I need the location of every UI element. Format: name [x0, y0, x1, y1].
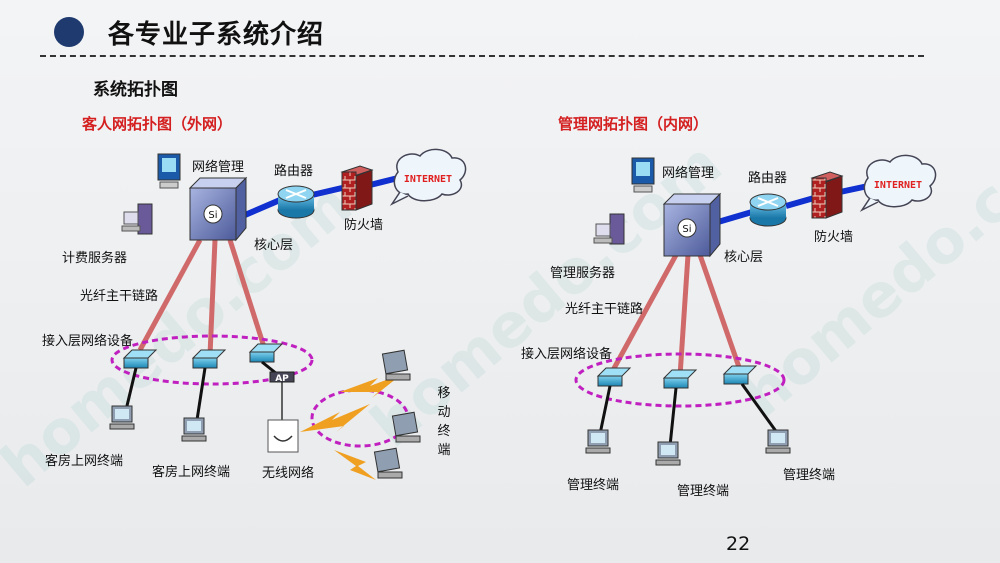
fiber-link — [227, 239, 268, 351]
firewall-icon — [810, 171, 844, 219]
access-switch-icon — [596, 367, 632, 387]
svg-text:Si: Si — [682, 224, 691, 235]
terminal-link — [668, 387, 678, 447]
label-terminal: 客房上网终端 — [45, 454, 124, 469]
lightning-icon — [334, 450, 376, 480]
fiber-link — [609, 253, 679, 374]
mobile-device-icon — [391, 411, 421, 443]
fiber-link — [137, 238, 203, 352]
internet-label: INTERNET — [404, 174, 452, 185]
management-server-icon — [593, 213, 625, 245]
terminal-link — [598, 385, 612, 435]
management-pc-icon — [157, 153, 181, 189]
fiber-link — [697, 254, 743, 371]
label-terminal: 管理终端 — [783, 468, 836, 483]
fiber-link — [207, 239, 218, 356]
left-diagram-title: 客人网拓扑图（外网） — [82, 115, 233, 133]
page-number: 22 — [726, 533, 751, 555]
label-fiber: 光纤主干链路 — [80, 289, 159, 304]
section-subtitle: 系统拓扑图 — [93, 80, 178, 100]
label-server: 管理服务器 — [550, 266, 616, 281]
router-icon — [277, 185, 315, 219]
label-core: 核心层 — [724, 250, 764, 265]
firewall-icon — [340, 165, 374, 211]
label-net-mgmt: 网络管理 — [192, 160, 245, 175]
svg-text:Si: Si — [208, 210, 217, 221]
router-link — [243, 197, 282, 218]
label-fiber: 光纤主干链路 — [565, 302, 644, 317]
fiber-link — [677, 254, 691, 377]
lightning-icon — [300, 404, 370, 432]
router-link — [839, 183, 869, 195]
terminal-pc-icon — [109, 405, 135, 430]
label-access: 接入层网络设备 — [521, 347, 613, 362]
internet-label: INTERNET — [874, 180, 922, 191]
terminal-link — [195, 367, 207, 421]
label-net-mgmt: 网络管理 — [662, 166, 715, 181]
label-firewall: 防火墙 — [814, 230, 854, 245]
label-mobile: 移动终端 — [437, 386, 451, 458]
label-firewall: 防火墙 — [344, 218, 384, 233]
label-core: 核心层 — [254, 238, 294, 253]
router-link — [311, 185, 343, 198]
router-link — [785, 195, 815, 209]
access-switch-icon — [122, 349, 158, 369]
title-divider — [40, 55, 924, 57]
access-switch-icon — [662, 369, 698, 389]
access-ring — [574, 352, 786, 408]
terminal-pc-icon — [655, 441, 681, 466]
router-link — [717, 209, 753, 225]
label-server: 计费服务器 — [62, 251, 128, 266]
internet-cloud-icon — [859, 154, 937, 212]
router-icon — [749, 193, 787, 227]
router-link — [369, 175, 399, 188]
left-topology: Si — [109, 148, 467, 480]
label-access: 接入层网络设备 — [42, 334, 134, 349]
access-point-icon — [267, 371, 299, 453]
label-terminal: 管理终端 — [567, 478, 620, 493]
core-switch-icon: Si — [662, 192, 722, 258]
access-switch-icon — [248, 343, 284, 363]
right-topology: Si — [574, 154, 937, 466]
terminal-link — [740, 383, 780, 435]
terminal-pc-icon — [181, 417, 207, 442]
access-switch-icon — [191, 349, 227, 369]
terminal-pc-icon — [765, 429, 791, 454]
right-diagram-title: 管理网拓扑图（内网） — [558, 115, 709, 133]
terminal-link — [124, 367, 138, 411]
ap-label: AP — [275, 374, 289, 384]
management-pc-icon — [631, 157, 655, 193]
access-switch-icon — [722, 365, 758, 385]
label-router: 路由器 — [274, 164, 314, 179]
access-ring — [110, 334, 314, 386]
core-switch-icon: Si — [188, 176, 248, 242]
billing-server-icon — [121, 203, 153, 235]
mobile-device-icon — [373, 447, 403, 479]
terminal-pc-icon — [585, 429, 611, 454]
mobile-device-icon — [381, 349, 411, 381]
label-terminal: 管理终端 — [677, 484, 730, 499]
title-bullet-icon — [54, 17, 84, 47]
label-router: 路由器 — [748, 171, 788, 186]
label-wireless: 无线网络 — [262, 466, 315, 481]
page-title: 各专业子系统介绍 — [108, 20, 325, 50]
internet-cloud-icon — [389, 148, 467, 206]
label-terminal: 客房上网终端 — [152, 465, 231, 480]
